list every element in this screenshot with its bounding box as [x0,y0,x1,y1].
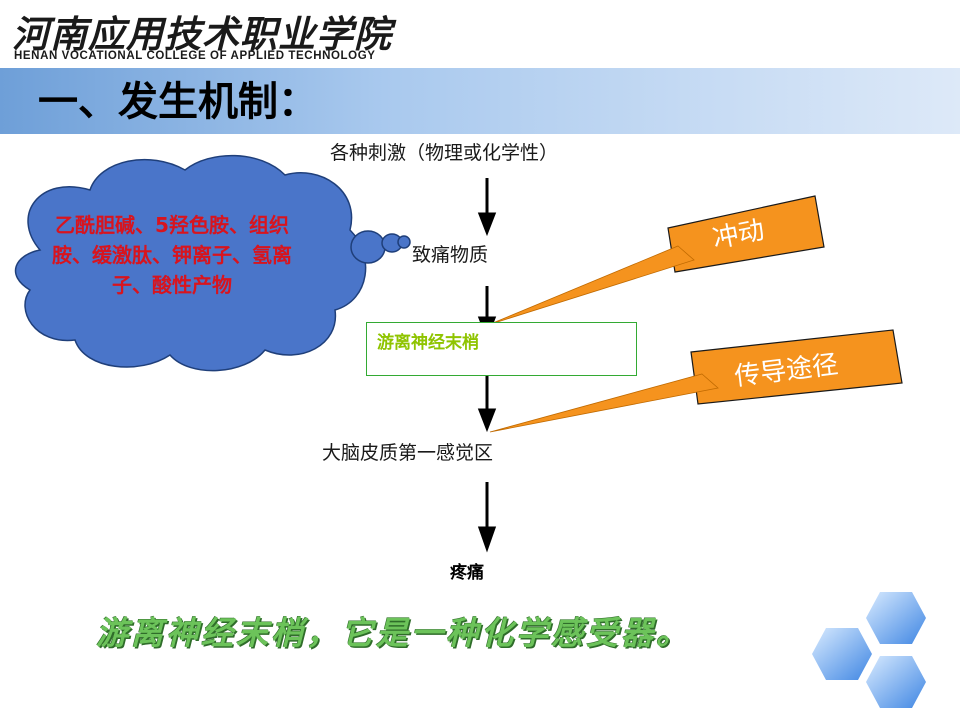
college-logo-english: HENAN VOCATIONAL COLLEGE OF APPLIED TECH… [14,50,376,62]
sensory-cortex-label: 大脑皮质第一感觉区 [322,442,494,464]
pain-substances-list: 乙酰胆碱、5羟色胺、组织胺、缓激肽、钾离子、氢离子、酸性产物 [52,213,292,297]
hexagon-decoration [812,592,926,708]
pain-substance-label: 致痛物质 [412,244,489,266]
stimulus-label: 各种刺激（物理或化学性） [330,142,559,164]
pain-label: 疼痛 [450,563,484,583]
free-nerve-ending-label: 游离神经末梢 [377,333,479,353]
chemoreceptor-note: 游离神经末梢，它是一种化学感受器。 [96,614,692,652]
impulse-callout [487,195,825,326]
flow-arrows [477,178,497,553]
free-nerve-ending-box [366,322,637,376]
slide-title: 一、发生机制： [38,79,318,125]
pathway-callout [489,329,903,433]
thought-cloud [14,154,411,372]
title-band [0,68,960,134]
